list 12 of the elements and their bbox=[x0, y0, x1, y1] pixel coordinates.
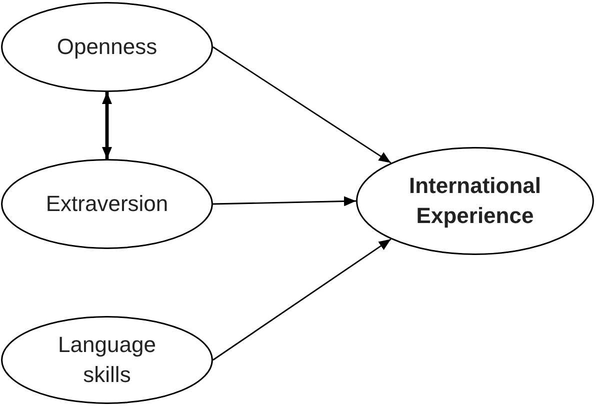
arrow bbox=[102, 92, 112, 159]
node-label: Extraversion bbox=[46, 190, 168, 218]
arrow bbox=[212, 46, 392, 164]
arrow bbox=[212, 196, 356, 206]
node-label: Openness bbox=[56, 33, 158, 61]
arrow bbox=[212, 238, 392, 361]
node-label: Language skills bbox=[57, 331, 157, 389]
node-label: International Experience bbox=[408, 172, 542, 230]
oval-node bbox=[356, 147, 594, 255]
oval-node bbox=[1, 316, 213, 404]
oval-node bbox=[1, 2, 213, 92]
oval-node bbox=[1, 159, 213, 249]
